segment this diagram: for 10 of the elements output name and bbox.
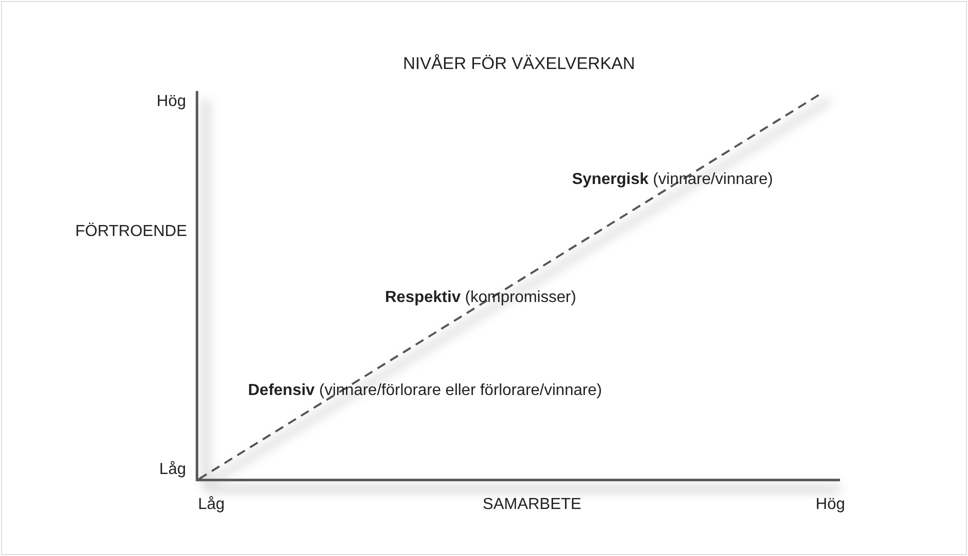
axis-title: FÖRTROENDE — [75, 222, 187, 242]
level-description: Respektiv (kompromisser) — [385, 288, 576, 308]
axis-end-label: Låg — [159, 460, 186, 480]
level-description: Synergisk (vinnare/vinnare) — [572, 170, 773, 190]
chart-title: NIVÅER FÖR VÄXELVERKAN — [402, 54, 636, 74]
axis-end-label: Hög — [816, 495, 845, 515]
axis-title: SAMARBETE — [482, 495, 582, 515]
level-description: Defensiv (vinnare/förlorare eller förlorare/vinnare) — [248, 381, 602, 401]
axis-end-label: Låg — [198, 495, 225, 515]
axis-end-label: Hög — [156, 92, 186, 112]
